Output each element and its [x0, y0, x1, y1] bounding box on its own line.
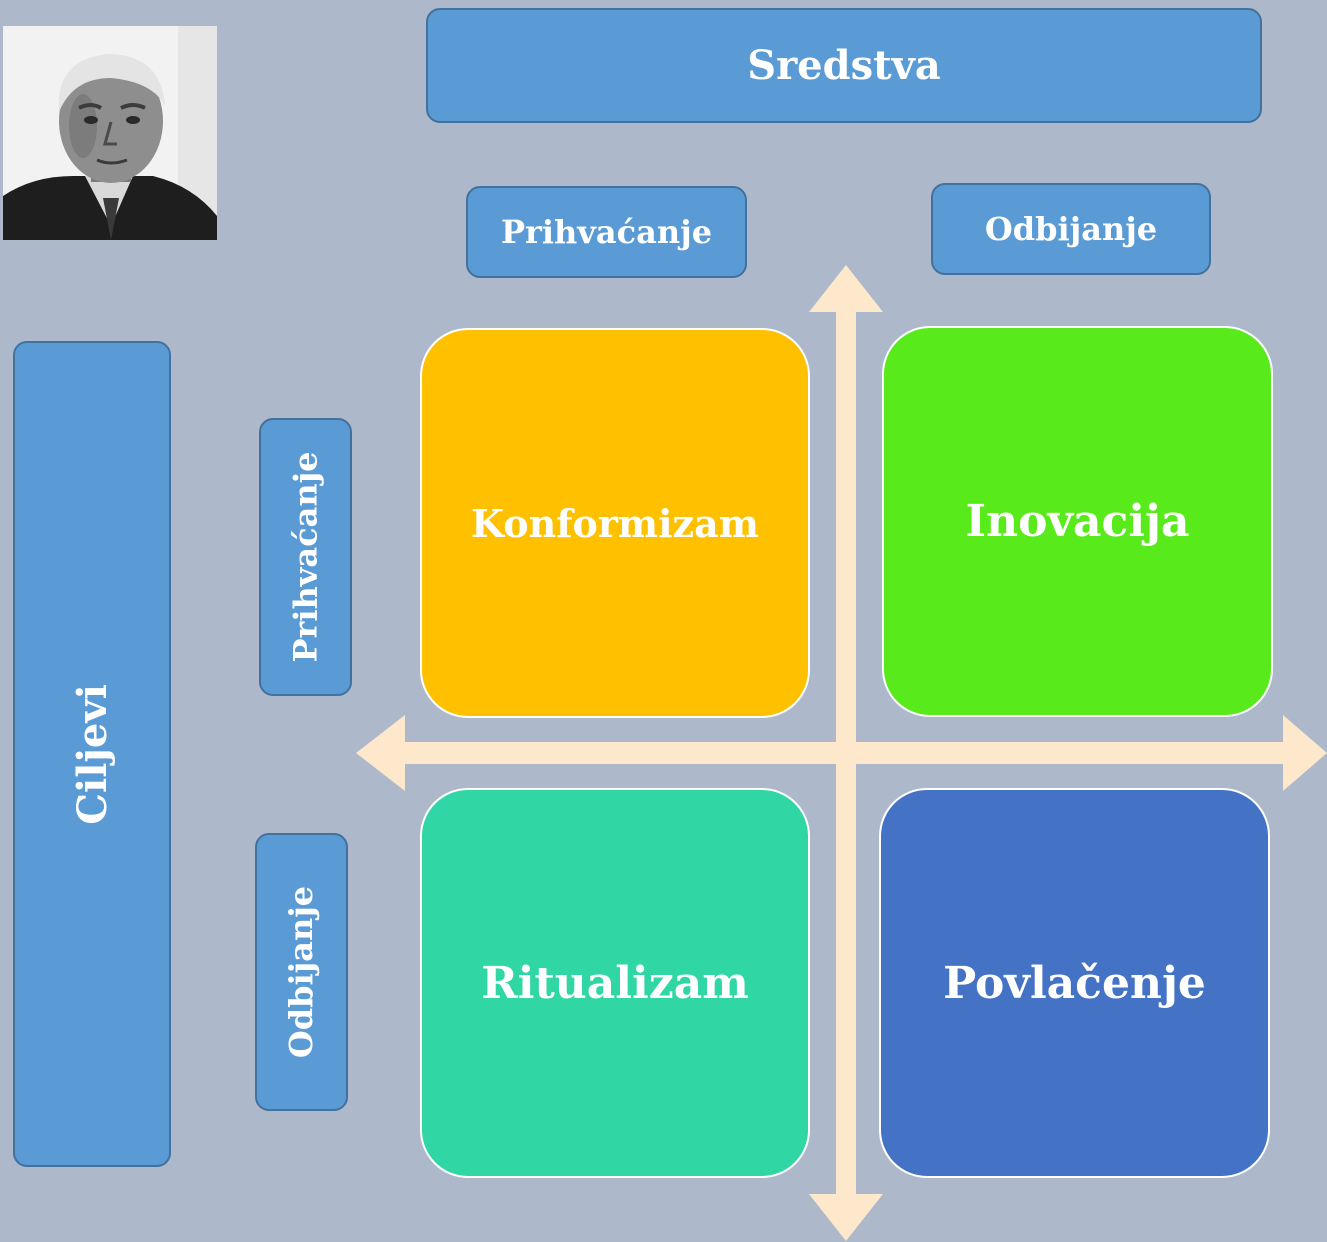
quadrant-povlacenje: Povlačenje: [879, 788, 1270, 1178]
horizontal-axis-arrow: [356, 715, 1327, 791]
quadrant-konformizam: Konformizam: [420, 328, 810, 718]
right-arrowhead: [1283, 715, 1327, 791]
ciljevi-side-box: Ciljevi: [13, 341, 171, 1167]
horizontal-axis-shaft: [402, 742, 1284, 764]
left-arrowhead: [356, 715, 405, 791]
sredstva-accept-box: Prihvaćanje: [466, 186, 747, 278]
down-arrowhead: [809, 1194, 883, 1241]
quadrant-inovacija: Inovacija: [882, 326, 1273, 717]
ciljevi-reject-box: Odbijanje: [255, 833, 348, 1111]
quadrant-ritualizam: Ritualizam: [420, 788, 810, 1178]
portrait-photo: [3, 26, 217, 240]
sredstva-reject-label: Odbijanje: [984, 210, 1158, 248]
person-portrait-icon: [3, 26, 217, 240]
quadrant-povlacenje-label: Povlačenje: [943, 957, 1206, 1009]
quadrant-konformizam-label: Konformizam: [471, 500, 759, 546]
sredstva-header-label: Sredstva: [747, 42, 941, 89]
quadrant-inovacija-label: Inovacija: [965, 496, 1190, 547]
sredstva-header: Sredstva: [426, 8, 1262, 123]
sredstva-accept-label: Prihvaćanje: [500, 213, 713, 251]
ciljevi-accept-box: Prihvaćanje: [259, 418, 352, 696]
quadrant-ritualizam-label: Ritualizam: [481, 957, 749, 1009]
up-arrowhead: [809, 265, 883, 312]
sredstva-reject-box: Odbijanje: [931, 183, 1211, 275]
